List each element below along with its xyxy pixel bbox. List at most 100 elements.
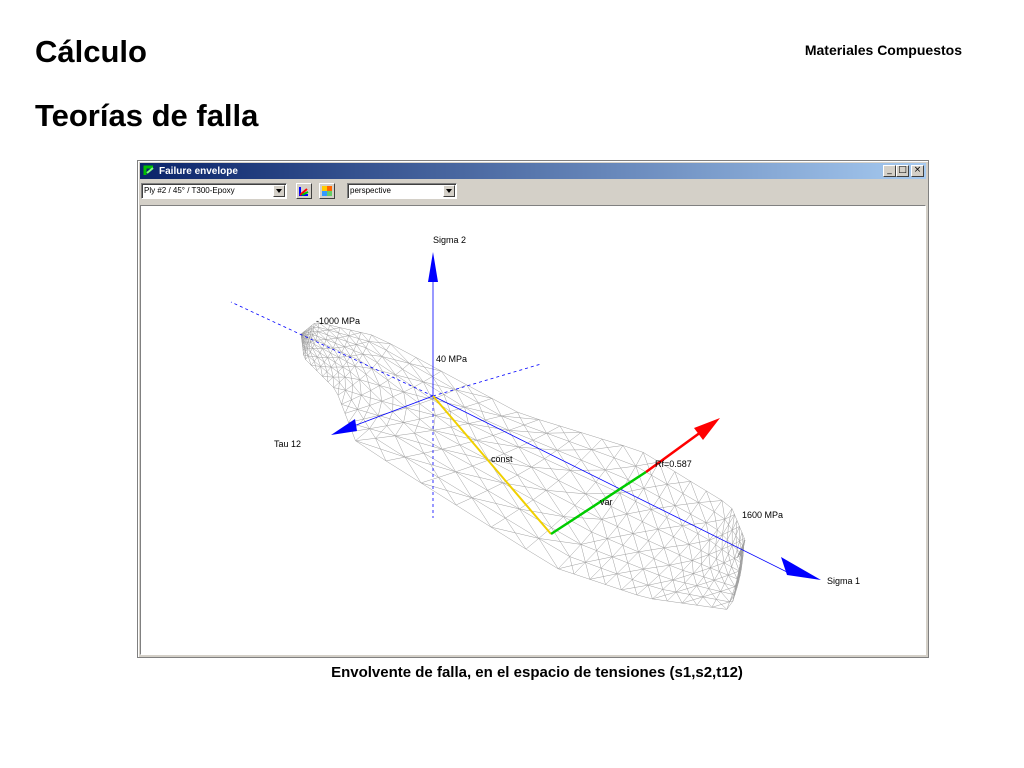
mesh-edge: [361, 395, 370, 406]
mesh-edge: [404, 456, 439, 478]
mesh-edge: [385, 460, 422, 484]
mesh-edge: [742, 541, 745, 545]
mesh-edge: [518, 446, 558, 451]
mesh-edge: [642, 452, 652, 476]
mesh-edge: [402, 363, 410, 370]
color-axes-button[interactable]: [296, 183, 312, 199]
window-titlebar[interactable]: Failure envelope _ □ ×: [140, 163, 926, 179]
mesh-edge: [728, 575, 736, 587]
mesh-edge: [311, 323, 315, 326]
mesh-edge: [556, 450, 571, 471]
mesh-edge: [702, 588, 709, 598]
mesh-edge: [317, 352, 321, 358]
mesh-edge: [326, 337, 338, 340]
mesh-edge: [667, 481, 691, 485]
mesh-edge: [696, 576, 704, 586]
mesh-edge: [652, 591, 677, 600]
mesh-edge: [731, 535, 737, 545]
mesh-edge: [711, 599, 717, 608]
mesh-edge: [339, 327, 349, 336]
tau12-axis-label: Tau 12: [274, 439, 301, 449]
mesh-edge: [722, 524, 729, 535]
mesh-edge: [307, 331, 311, 335]
minimize-button[interactable]: _: [883, 165, 896, 177]
mesh-edge: [307, 348, 311, 353]
mesh-edge: [307, 348, 309, 356]
mesh-edge: [728, 574, 738, 580]
mesh-edge: [464, 402, 479, 408]
mesh-edge: [342, 361, 347, 368]
maximize-button[interactable]: □: [896, 165, 909, 177]
mesh-edge: [635, 465, 652, 476]
mesh-edge: [531, 458, 545, 468]
chevron-down-icon[interactable]: [443, 185, 455, 197]
mesh-edge: [345, 384, 353, 391]
mesh-edge: [311, 361, 315, 366]
mesh-edge: [306, 338, 308, 344]
mesh-edge: [341, 351, 351, 357]
mesh-edge: [307, 355, 315, 362]
mesh-edge: [488, 453, 505, 461]
mesh-edge: [303, 348, 305, 356]
mesh-edge: [658, 461, 668, 485]
mesh-edge: [724, 575, 729, 584]
mesh-edge: [433, 426, 452, 431]
mesh-edge: [538, 527, 552, 539]
mesh-edge: [558, 562, 586, 570]
mesh-edge: [703, 576, 715, 581]
mesh-edge: [471, 497, 506, 519]
plot-canvas[interactable]: Sigma 2 Sigma 1 Tau 12 -1000 MPa 40 MPa …: [140, 205, 926, 655]
sigma1-axis: [432, 395, 792, 575]
mesh-edge: [381, 396, 394, 402]
mesh-edge: [636, 585, 649, 596]
mesh-edge: [344, 413, 349, 423]
mesh-edge: [311, 364, 321, 367]
mesh-edge: [464, 406, 486, 421]
mesh-edge: [722, 534, 728, 540]
mesh-edge: [459, 444, 473, 467]
mesh-edge: [518, 446, 545, 459]
close-button[interactable]: ×: [911, 165, 924, 177]
mesh-edge: [314, 322, 320, 324]
mesh-edge: [392, 411, 404, 423]
mesh-edge: [386, 425, 396, 436]
mesh-edge: [455, 471, 473, 498]
mesh-edge: [682, 525, 699, 534]
mesh-edge: [442, 448, 489, 461]
mesh-edge: [403, 422, 415, 434]
mesh-edge: [589, 567, 602, 580]
mesh-edge: [681, 594, 690, 604]
mesh-edge: [720, 586, 736, 592]
mesh-edge: [318, 322, 330, 326]
mesh-edge: [533, 490, 547, 501]
mesh-edge: [601, 513, 627, 520]
mesh-edge: [395, 435, 424, 454]
mesh-edge: [682, 560, 693, 571]
mesh-edge: [310, 351, 318, 358]
mesh-edge: [442, 444, 460, 450]
mesh-edge: [355, 440, 387, 462]
mesh-edge: [361, 390, 371, 396]
mesh-edge: [648, 584, 663, 590]
mesh-edge: [387, 380, 404, 393]
ply-select[interactable]: Ply #2 / 45° / T300-Epoxy: [141, 183, 287, 199]
mesh-edge: [708, 580, 715, 589]
mesh-edge: [723, 553, 729, 563]
view-select-value: perspective: [350, 186, 391, 195]
mesh-edge: [724, 519, 729, 525]
view-select[interactable]: perspective: [347, 183, 457, 199]
mesh-edge: [381, 400, 407, 409]
mesh-edge: [368, 341, 391, 345]
mesh-edge: [324, 339, 327, 345]
mesh-edge: [716, 558, 725, 564]
mesh-edge: [505, 508, 520, 519]
mesh-edge: [569, 556, 586, 563]
mesh-edge: [326, 339, 336, 344]
chevron-down-icon[interactable]: [273, 185, 285, 197]
palette-button[interactable]: [319, 183, 335, 199]
mesh-edge: [714, 511, 725, 520]
mesh-edge: [501, 415, 510, 431]
mesh-edge: [310, 330, 314, 332]
mesh-edge: [455, 504, 492, 528]
mesh-edge: [643, 475, 652, 489]
